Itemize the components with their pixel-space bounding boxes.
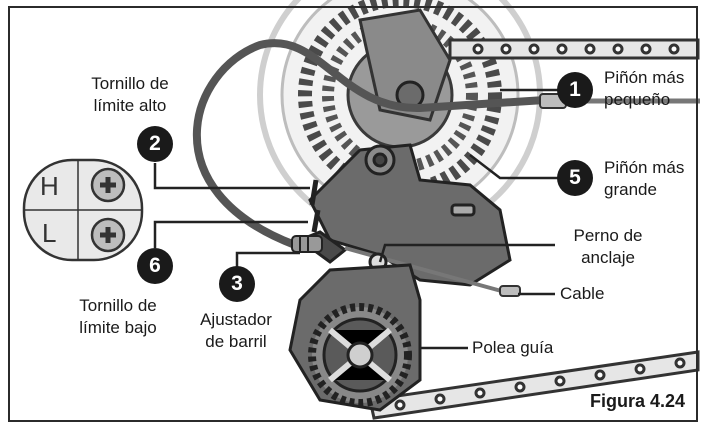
figure-frame [8,6,698,422]
leader-lines [153,88,567,350]
callout-6-badge: 6 [137,248,173,284]
cable-housing [193,39,549,249]
inset-letter-high: H [40,171,59,201]
figure-caption: Figura 4.24 [585,389,689,414]
callout-1-line2: pequeño [604,90,671,109]
callout-2-badge: 2 [137,126,173,162]
callout-1-line1: Piñón más [604,68,685,87]
callout-6-line1: Tornillo de [79,296,157,315]
upper-chain [448,38,700,60]
callout-5-line2: grande [604,180,657,199]
derailleur-cage [288,263,422,412]
callout-3-line2: de barril [205,332,267,351]
guide-pulley-label: Polea guía [472,338,554,357]
limit-screw-inset [22,158,144,262]
inset-letter-low: L [42,218,57,248]
lower-chain [368,350,700,420]
cable-label: Cable [560,284,605,303]
callout-3-line1: Ajustador [200,310,272,329]
cable-end [499,285,521,297]
callout-2-line1: Tornillo de [91,74,169,93]
anchor-bolt-label-line2: anclaje [581,248,635,267]
barrel-adjuster [291,235,323,253]
callout-3-badge: 3 [219,266,255,302]
callout-2-line2: límite alto [93,96,167,115]
callout-5-line1: Piñón más [604,158,685,177]
callout-6-line2: límite bajo [79,318,157,337]
callout-5-badge: 5 [557,160,593,196]
callout-1-badge: 1 [557,72,593,108]
anchor-bolt-label-line1: Perno de [573,226,643,245]
